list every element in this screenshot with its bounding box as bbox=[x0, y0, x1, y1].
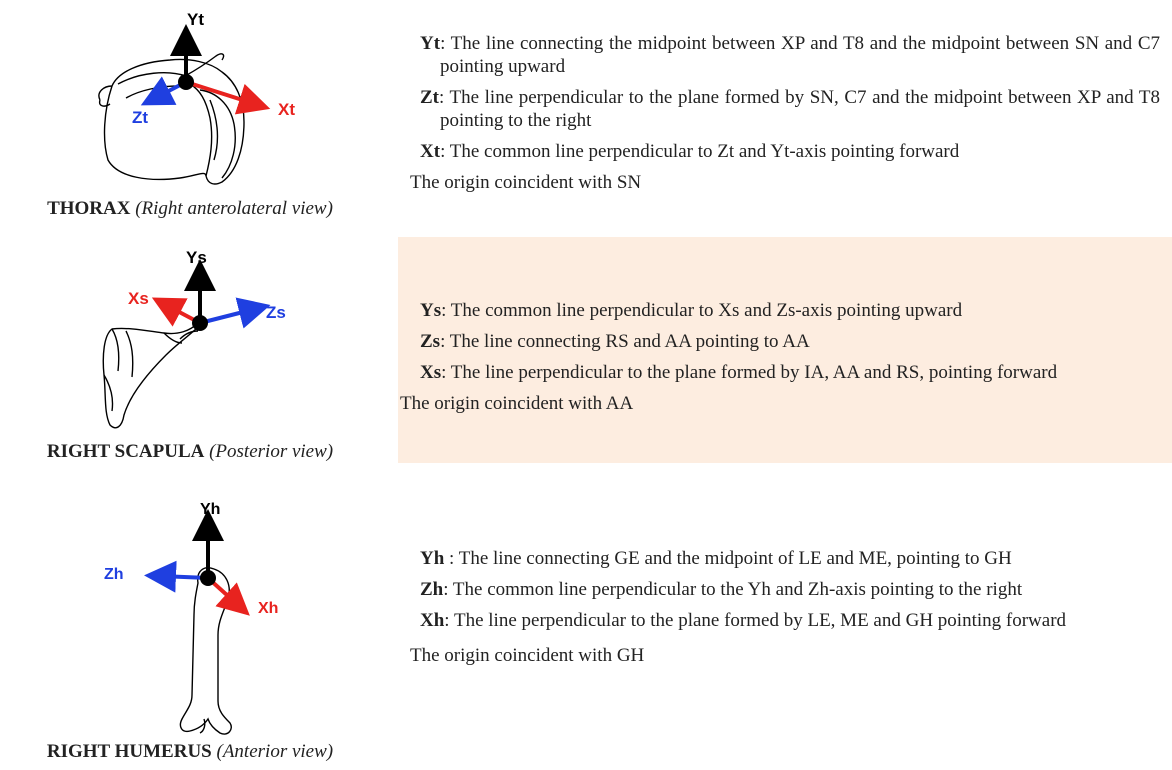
humerus-y-axis-label: Yh bbox=[200, 501, 221, 518]
scapula-origin-text: The origin coincident with AA bbox=[400, 393, 634, 414]
thorax-def-z: Zt: The line perpendicular to the plane … bbox=[420, 87, 1160, 131]
scapula-figure: Ys Xs Zs RIGHT SCAPULA (Posterior view) bbox=[0, 235, 400, 475]
scapula-outline bbox=[102, 322, 199, 429]
scapula-caption-title: RIGHT SCAPULA bbox=[46, 441, 205, 462]
scapula-caption: RIGHT SCAPULA (Posterior view) bbox=[0, 441, 380, 463]
scapula-shaded-band bbox=[398, 237, 1172, 463]
thorax-origin-text: The origin coincident with SN bbox=[410, 172, 642, 193]
humerus-def-y: Yh : The line connecting GE and the midp… bbox=[420, 548, 1012, 569]
thorax-caption-title: THORAX bbox=[47, 198, 131, 219]
humerus-diagram bbox=[144, 509, 250, 735]
humerus-definitions: Yh : The line connecting GE and the midp… bbox=[400, 547, 1160, 667]
scapula-x-axis-label: Xs bbox=[128, 289, 149, 308]
thorax-origin-dot bbox=[178, 74, 194, 90]
thorax-z-axis-label: Zt bbox=[132, 108, 149, 127]
scapula-z-axis-label: Zs bbox=[266, 303, 286, 322]
humerus-x-axis-label: Xh bbox=[258, 600, 279, 617]
thorax-outline bbox=[98, 53, 245, 185]
scapula-definitions: Ys: The common line perpendicular to Xs … bbox=[400, 299, 1160, 415]
scapula-def-x: Xs: The line perpendicular to the plane … bbox=[420, 362, 1058, 383]
humerus-origin-text: The origin coincident with GH bbox=[410, 645, 645, 666]
thorax-caption: THORAX (Right anterolateral view) bbox=[0, 198, 380, 220]
humerus-section: Yh Xh Zh RIGHT HUMERUS (Anterior view) Y… bbox=[0, 475, 1172, 770]
scapula-origin-dot bbox=[192, 315, 208, 331]
thorax-def-y: Yt: The line connecting the midpoint bet… bbox=[420, 33, 1160, 77]
scapula-diagram bbox=[102, 259, 271, 429]
scapula-section: Ys Xs Zs RIGHT SCAPULA (Posterior view) … bbox=[0, 235, 1172, 475]
humerus-caption-title: RIGHT HUMERUS bbox=[46, 741, 212, 762]
thorax-diagram bbox=[98, 24, 271, 185]
scapula-def-y: Ys: The common line perpendicular to Xs … bbox=[420, 300, 963, 321]
humerus-z-axis-label: Zh bbox=[104, 566, 124, 583]
thorax-definitions: Yt: The line connecting the midpoint bet… bbox=[400, 32, 1160, 194]
humerus-def-z: Zh: The common line perpendicular to the… bbox=[420, 579, 1023, 600]
scapula-def-z: Zs: The line connecting RS and AA pointi… bbox=[420, 331, 810, 352]
humerus-figure: Yh Xh Zh RIGHT HUMERUS (Anterior view) bbox=[0, 475, 400, 770]
scapula-caption-view: (Posterior view) bbox=[209, 441, 334, 462]
thorax-section: Yt Xt Zt THORAX (Right anterolateral vie… bbox=[0, 0, 1172, 235]
humerus-origin-dot bbox=[200, 570, 216, 586]
thorax-x-axis-label: Xt bbox=[278, 100, 295, 119]
thorax-def-x: Xt: The common line perpendicular to Zt … bbox=[420, 141, 960, 162]
thorax-y-axis-label: Yt bbox=[187, 10, 204, 29]
scapula-y-axis-label: Ys bbox=[186, 248, 207, 267]
humerus-def-x: Xh: The line perpendicular to the plane … bbox=[420, 610, 1067, 631]
humerus-caption: RIGHT HUMERUS (Anterior view) bbox=[0, 741, 380, 763]
humerus-caption-view: (Anterior view) bbox=[216, 741, 334, 762]
thorax-caption-view: (Right anterolateral view) bbox=[135, 198, 333, 219]
thorax-figure: Yt Xt Zt THORAX (Right anterolateral vie… bbox=[0, 0, 400, 235]
